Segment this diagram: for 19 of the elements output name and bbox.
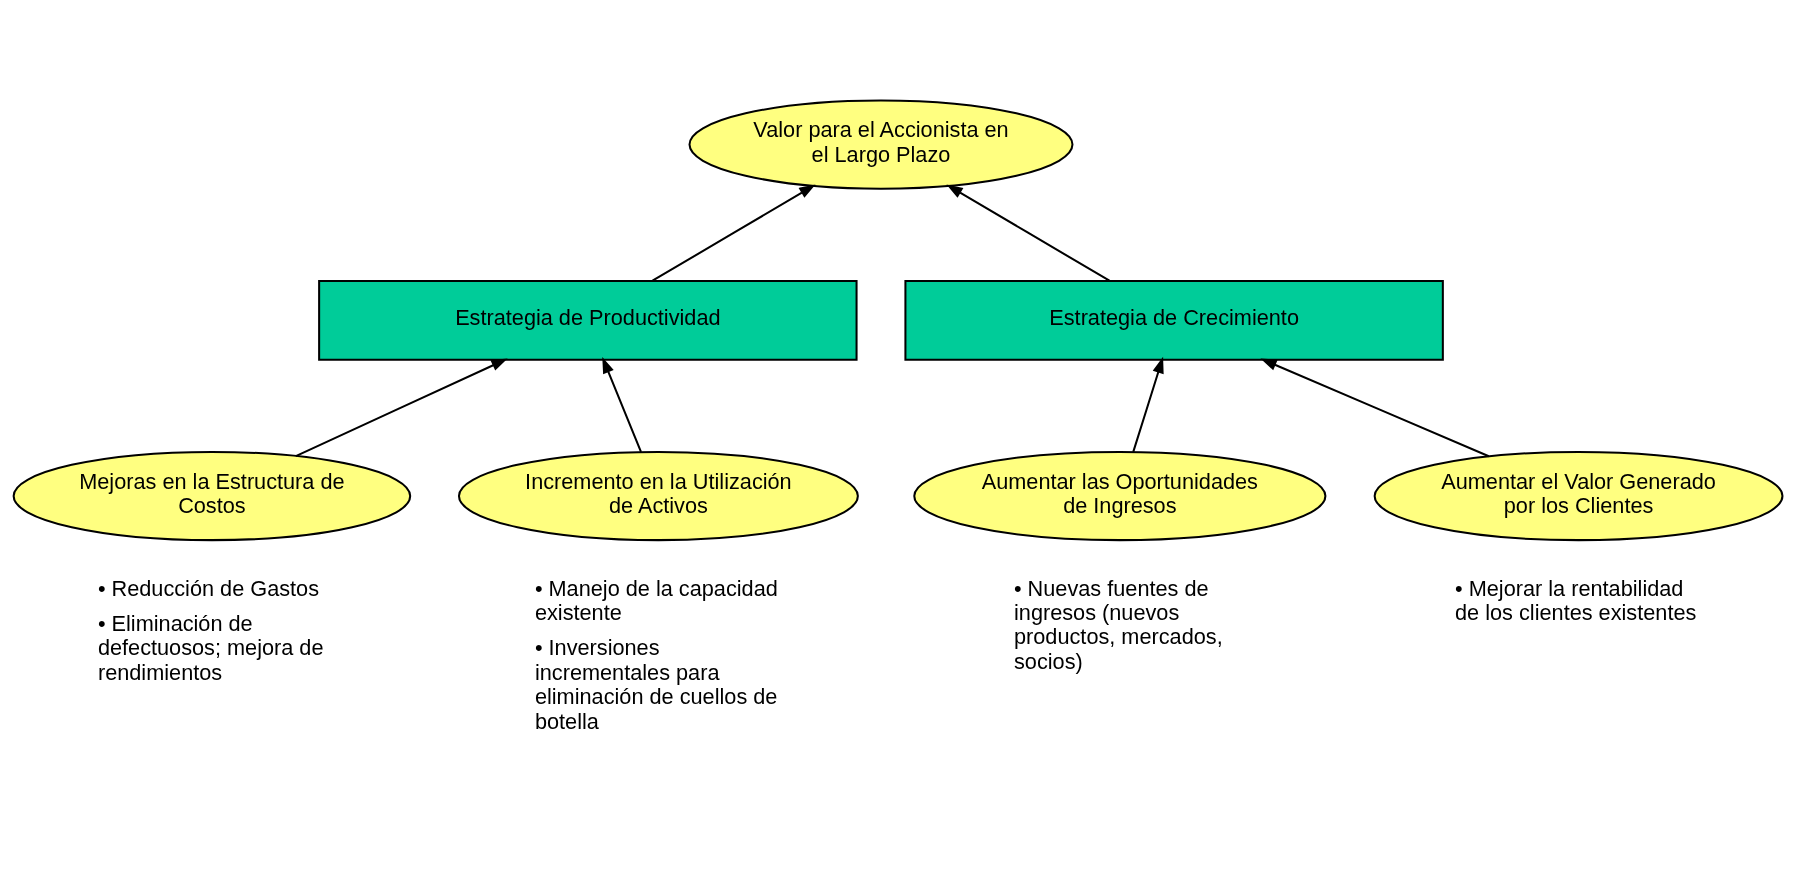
node-label: • Eliminación de defectuosos; mejora de rendimientos bbox=[97, 610, 324, 685]
node-box: Estrategia de Crecimiento bbox=[904, 279, 1444, 361]
node-ellipse: Aumentar el Valor Generado por los Clientes bbox=[1373, 450, 1784, 541]
node-ellipse: Mejoras en la Estructura de Costos bbox=[12, 450, 412, 541]
node-box: Estrategia de Productividad bbox=[318, 279, 858, 361]
node-ellipse: Valor para el Accionista en el Largo Plazo bbox=[688, 98, 1074, 190]
arrow bbox=[946, 184, 1110, 282]
node-label: • Manejo de la capacidad existente bbox=[534, 575, 778, 625]
arrow bbox=[1260, 358, 1490, 457]
node-label: • Nuevas fuentes de ingresos (nuevos productos, mercados, socios) bbox=[1013, 575, 1223, 674]
arrow bbox=[1132, 356, 1164, 452]
node-label: • Inversiones incrementales para eliminación de cuellos de botella bbox=[534, 634, 778, 734]
arrow bbox=[295, 358, 508, 457]
node-label: • Mejorar la rentabilidad de los clientes existentes bbox=[1455, 575, 1697, 625]
arrow bbox=[602, 356, 642, 452]
node-label: • Reducción de Gastos bbox=[97, 575, 320, 601]
node-ellipse: Incremento en la Utilización de Activos bbox=[457, 450, 859, 541]
node-ellipse: Aumentar las Oportunidades de Ingresos bbox=[913, 450, 1327, 541]
arrow bbox=[652, 184, 816, 282]
